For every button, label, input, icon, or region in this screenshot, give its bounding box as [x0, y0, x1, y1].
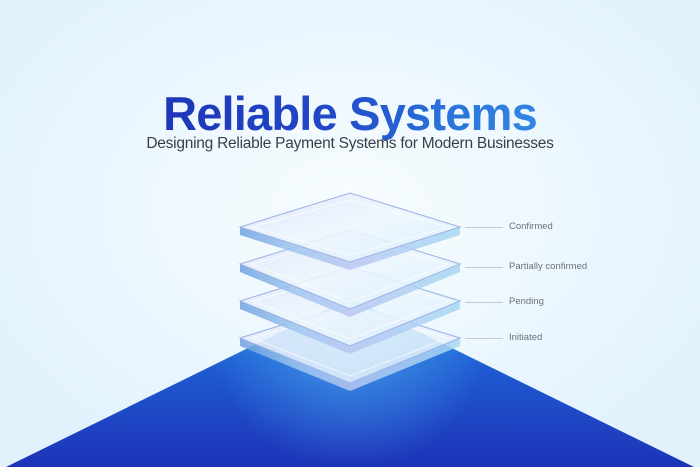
layer-label-partially-confirmed: Partially confirmed	[509, 261, 588, 272]
connector-line	[465, 267, 503, 268]
connector-line	[465, 338, 503, 339]
plate-confirmed	[238, 192, 462, 270]
page-title: Reliable Systems	[163, 87, 538, 140]
page-subtitle: Designing Reliable Payment Systems for M…	[146, 135, 554, 152]
layer-label-confirmed: Confirmed	[509, 221, 553, 232]
layer-label-initiated: Initiated	[509, 332, 543, 343]
layer-label-pending: Pending	[509, 296, 544, 307]
connector-line	[465, 302, 503, 303]
connector-line	[465, 227, 503, 228]
